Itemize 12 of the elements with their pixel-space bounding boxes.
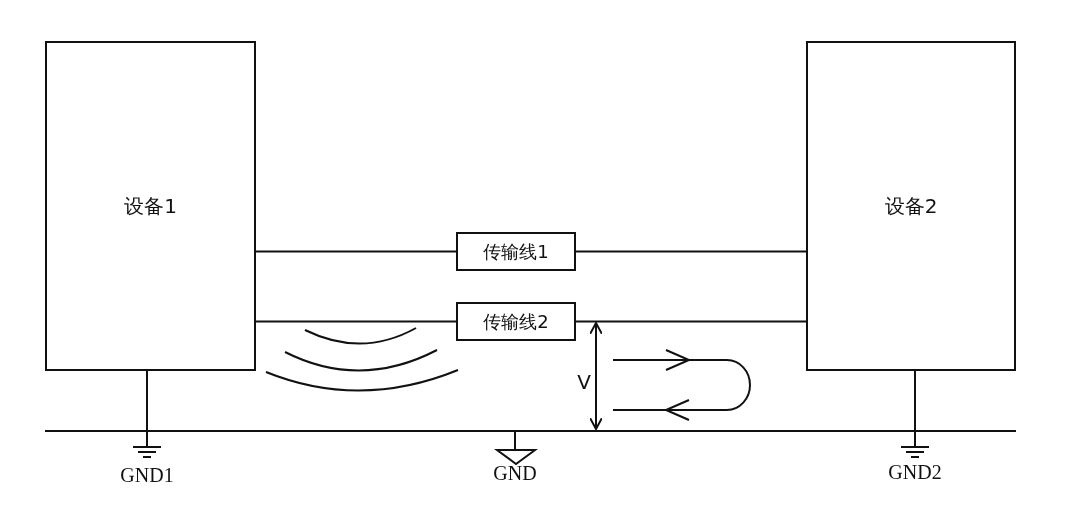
wire [575, 320, 807, 323]
wire [255, 320, 457, 323]
ground-label: GND1 [120, 463, 174, 487]
ground-label: GND2 [888, 460, 942, 484]
device-box: 设备1 [45, 41, 256, 371]
wire [575, 250, 807, 253]
cable-box: 传输线2 [456, 302, 576, 341]
voltage-label: V [577, 370, 591, 394]
cable-box: 传输线1 [456, 232, 576, 271]
wire [255, 250, 457, 253]
ground-label: GND [493, 461, 537, 485]
device-box: 设备2 [806, 41, 1016, 371]
